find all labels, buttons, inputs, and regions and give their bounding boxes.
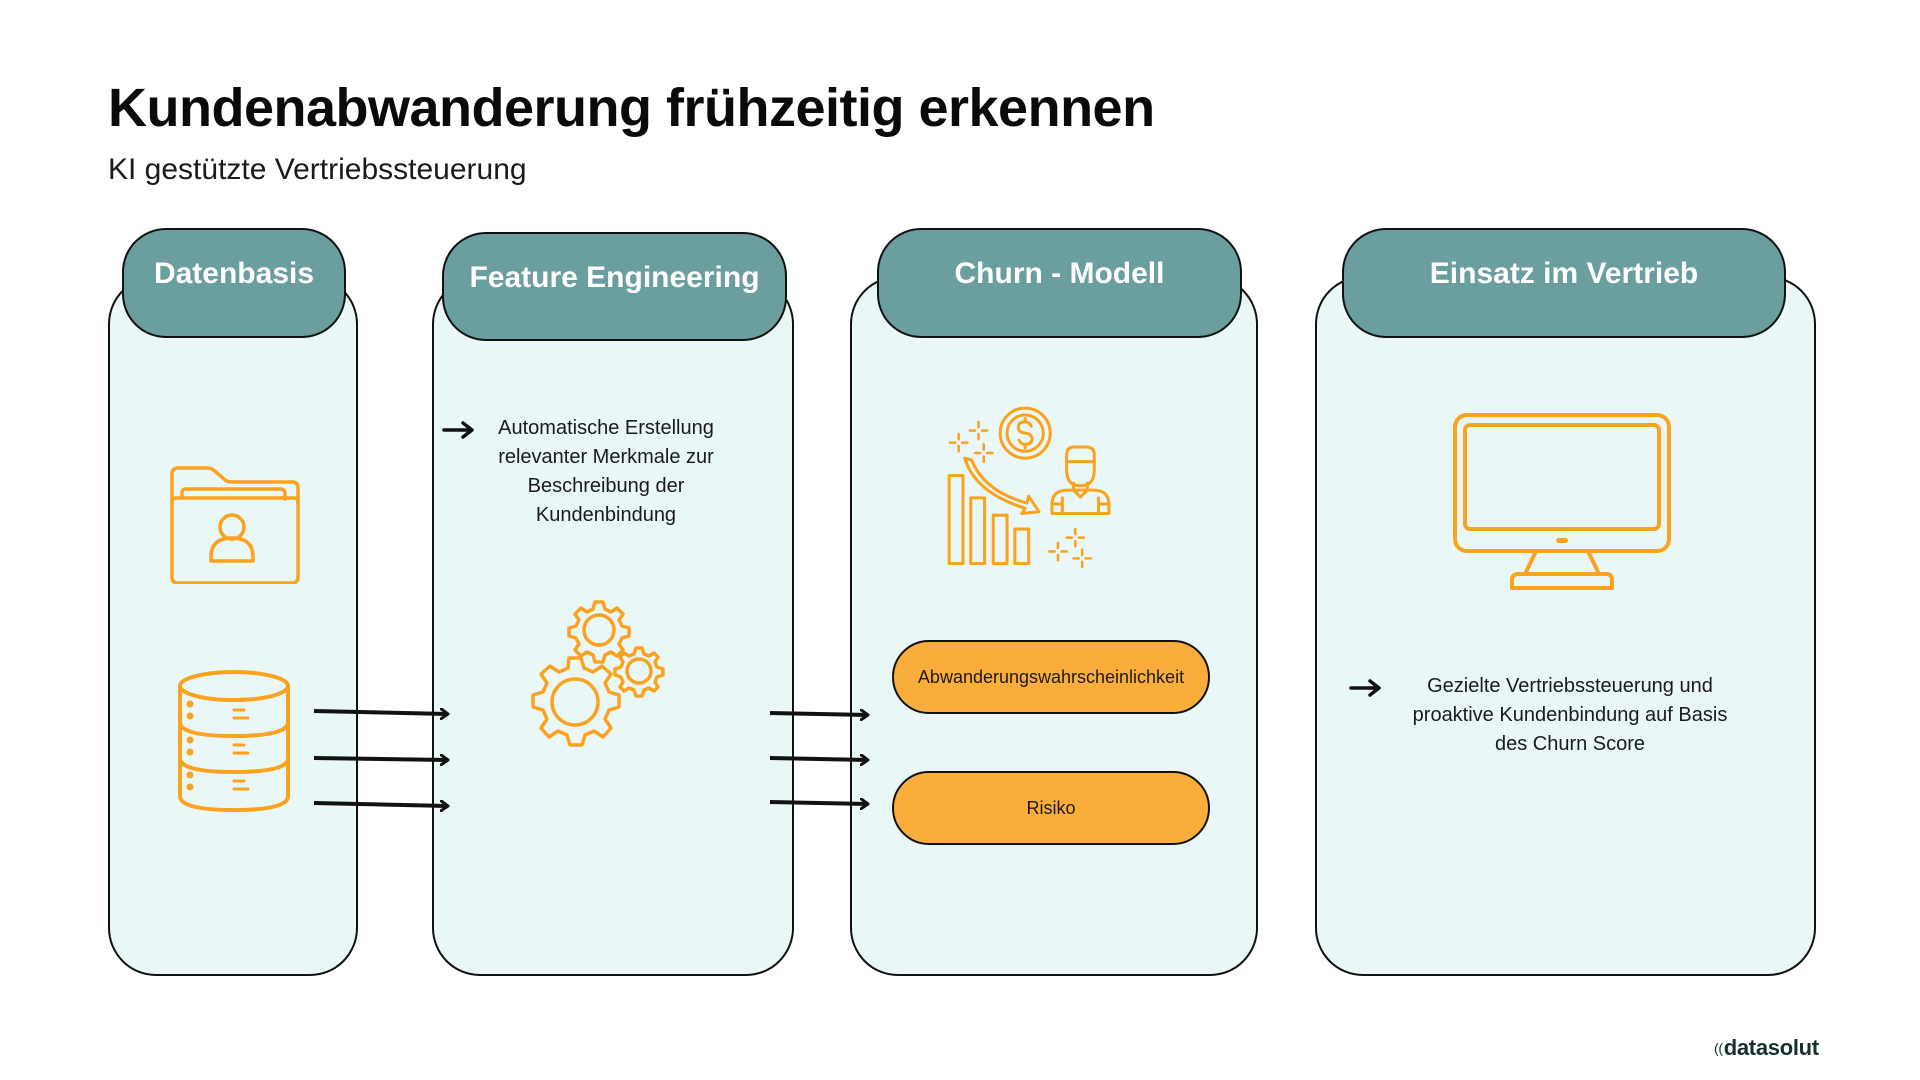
header-label: Datenbasis [153, 257, 315, 290]
feature-engineering-description: Automatische Erstellung relevanter Merkm… [476, 414, 736, 530]
einsatz-description: Gezielte Vertriebssteuerung und proaktiv… [1390, 672, 1750, 759]
folder-user-icon [170, 466, 300, 584]
logo-text: datasolut [1723, 1035, 1819, 1060]
churn-chart-icon [947, 406, 1111, 569]
arrow-right-icon [1349, 679, 1381, 697]
output-pill-risiko: Risiko [892, 771, 1210, 845]
header-label: Feature Engineering [469, 260, 760, 294]
gears-icon [531, 600, 665, 747]
header-label: Einsatz im Vertrieb [1429, 257, 1699, 290]
description-line: des Churn Score [1494, 733, 1646, 755]
header-datenbasis: Datenbasis [122, 228, 346, 338]
card-churn-modell [850, 276, 1258, 976]
page-title: Kundenabwanderung frühzeitig erkennen [108, 78, 1155, 138]
pill-label: Risiko [1026, 797, 1076, 818]
card-datenbasis [108, 276, 358, 976]
arrow-right-icon [442, 421, 474, 439]
page-subtitle: KI gestützte Vertriebssteuerung [108, 153, 527, 186]
description-line: Kundenbindung [535, 504, 677, 526]
header-feature-engineering: Feature Engineering [442, 232, 787, 341]
logo-waves-icon: (( [1714, 1040, 1723, 1056]
description-line: Gezielte Vertriebssteuerung und [1427, 675, 1713, 697]
database-icon [178, 670, 290, 813]
output-pill-abwanderungswahrscheinlichkeit: Abwanderungswahrscheinlichkeit [892, 640, 1210, 714]
description-line: Automatische Erstellung [498, 417, 714, 439]
card-einsatz-im-vertrieb [1315, 276, 1816, 976]
description-line: proaktive Kundenbindung auf Basis [1412, 704, 1728, 726]
header-churn-modell: Churn - Modell [877, 228, 1242, 338]
header-label: Churn - Modell [954, 257, 1165, 290]
header-einsatz-im-vertrieb: Einsatz im Vertrieb [1342, 228, 1786, 338]
datasolut-logo: (( datasolut [1714, 1035, 1819, 1061]
description-line: relevanter Merkmale zur [498, 446, 714, 468]
pill-label: Abwanderungswahrscheinlichkeit [917, 666, 1185, 687]
description-line: Beschreibung der [527, 475, 685, 497]
monitor-icon [1453, 413, 1671, 590]
